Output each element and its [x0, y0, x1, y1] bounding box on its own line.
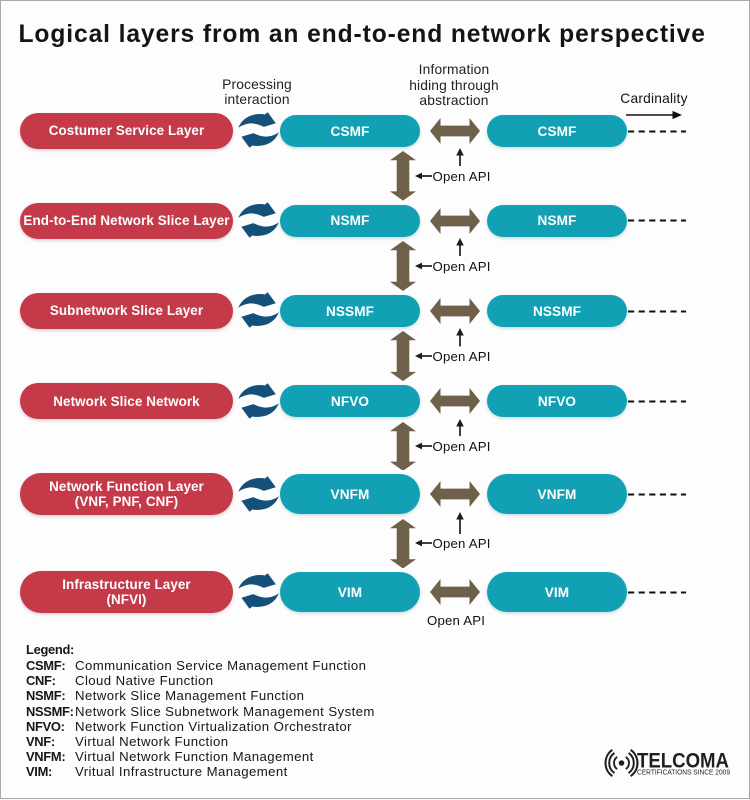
- svg-text:CERTIFICATIONS SINCE 2009: CERTIFICATIONS SINCE 2009: [637, 768, 730, 777]
- svg-text:TELCOMA: TELCOMA: [637, 749, 729, 773]
